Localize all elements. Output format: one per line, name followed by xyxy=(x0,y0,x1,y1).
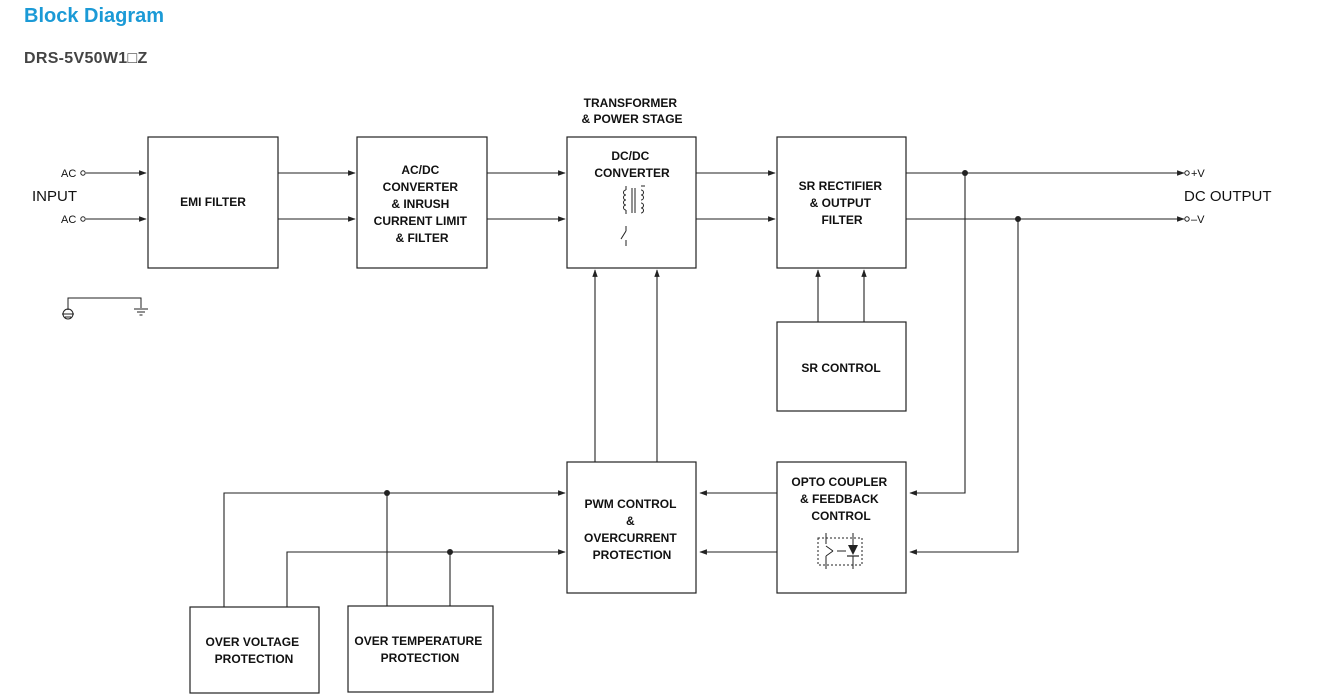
dc-output-label: DC OUTPUT xyxy=(1184,188,1272,205)
switch-icon xyxy=(620,226,627,246)
dcdc-converter-label: DC/DC CONVERTER xyxy=(594,149,670,180)
positive-output-label: +V xyxy=(1191,168,1205,180)
ac-input-1-label: AC xyxy=(61,168,76,180)
over-voltage-label: OVER VOLTAGE PROTECTION xyxy=(206,635,303,666)
negative-output-label: –V xyxy=(1191,214,1205,226)
opto-coupler-block xyxy=(776,461,907,594)
opto-coupler-label: OPTO COUPLER & FEEDBACK CONTROL xyxy=(791,475,890,523)
over-temperature-label: OVER TEMPERATURE PROTECTION xyxy=(354,634,485,665)
sr-control-block xyxy=(776,321,907,412)
model-number: DRS-5V50W1□Z xyxy=(24,50,148,67)
acdc-converter-block xyxy=(356,136,488,269)
sr-control-label: SR CONTROL xyxy=(801,361,880,375)
pwm-control-label: PWM CONTROL & OVERCURRENT PROTECTION xyxy=(584,497,680,562)
junction-dots xyxy=(384,170,1021,555)
pwm-control-block xyxy=(566,461,697,594)
emi-filter-block xyxy=(147,136,279,269)
optocoupler-icon xyxy=(817,533,863,569)
sr-rectifier-label: SR RECTIFIER & OUTPUT FILTER xyxy=(799,179,886,227)
over-voltage-block xyxy=(189,606,320,694)
acdc-converter-label: AC/DC CONVERTER & INRUSH CURRENT LIMIT &… xyxy=(374,163,471,245)
over-temperature-block xyxy=(347,605,494,693)
connections xyxy=(86,170,1185,607)
dcdc-converter-block xyxy=(566,136,697,269)
transformer-icon xyxy=(623,185,645,214)
ac-input-2-label: AC xyxy=(61,214,76,226)
emi-filter-label: EMI FILTER xyxy=(180,195,246,209)
transformer-caption: TRANSFORMER & POWER STAGE xyxy=(581,96,682,126)
chassis-ground-icon xyxy=(134,308,148,316)
terminals xyxy=(80,170,1190,222)
ground-icon xyxy=(62,297,142,320)
sr-rectifier-block xyxy=(776,136,907,269)
input-label: INPUT xyxy=(32,188,77,205)
page-title: Block Diagram xyxy=(24,5,165,27)
